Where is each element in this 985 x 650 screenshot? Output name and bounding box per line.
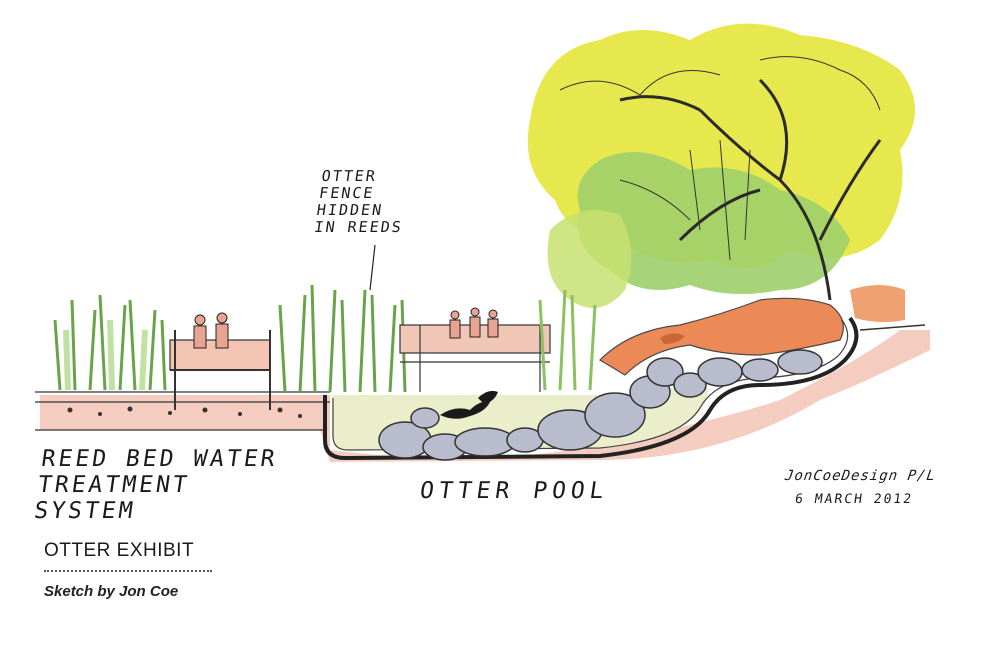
visitors-right xyxy=(449,307,499,339)
otter-pool-label: OTTER POOL xyxy=(418,478,611,504)
far-ground xyxy=(859,324,926,331)
fence-note-line: HIDDEN xyxy=(315,201,385,219)
caption-title: OTTER EXHIBIT xyxy=(44,540,195,561)
fence-note-line: IN REEDS xyxy=(313,218,405,236)
caption-divider xyxy=(44,570,212,572)
tree-trunks xyxy=(619,78,882,301)
reeds-left xyxy=(53,294,167,391)
reed-bed-gravel xyxy=(67,406,302,418)
fence-pointer xyxy=(369,244,376,291)
reed-bed-line: REED BED WATER xyxy=(39,446,280,472)
visitors-left xyxy=(193,312,229,349)
orange-rock-top xyxy=(850,285,905,323)
artist-signature: JonCoeDesign P/L xyxy=(783,468,937,484)
fence-note: OTTER FENCE HIDDEN IN REEDS xyxy=(313,167,453,236)
reeds-middle xyxy=(278,284,407,393)
reed-bed-line: TREATMENT xyxy=(36,472,192,498)
fence-note-line: OTTER xyxy=(320,167,379,185)
reed-bed-label: REED BED WATER TREATMENT SYSTEM xyxy=(33,446,280,524)
tree-canopy xyxy=(527,23,915,308)
pool-wall xyxy=(323,316,859,461)
tree-branch-sketch xyxy=(559,56,881,261)
ground-line xyxy=(35,391,330,431)
reeds-left-light xyxy=(63,319,148,391)
orange-rock-bank xyxy=(599,297,844,376)
soil-wash xyxy=(40,330,930,462)
pool-wall-inner xyxy=(332,319,849,451)
reed-bed-line: SYSTEM xyxy=(32,498,138,524)
sketch-date: 6 MARCH 2012 xyxy=(793,492,914,507)
reeds-right xyxy=(538,289,597,391)
pool-boulders xyxy=(378,349,823,461)
caption-credit: Sketch by Jon Coe xyxy=(44,583,179,600)
fence-note-line: FENCE xyxy=(318,184,376,202)
